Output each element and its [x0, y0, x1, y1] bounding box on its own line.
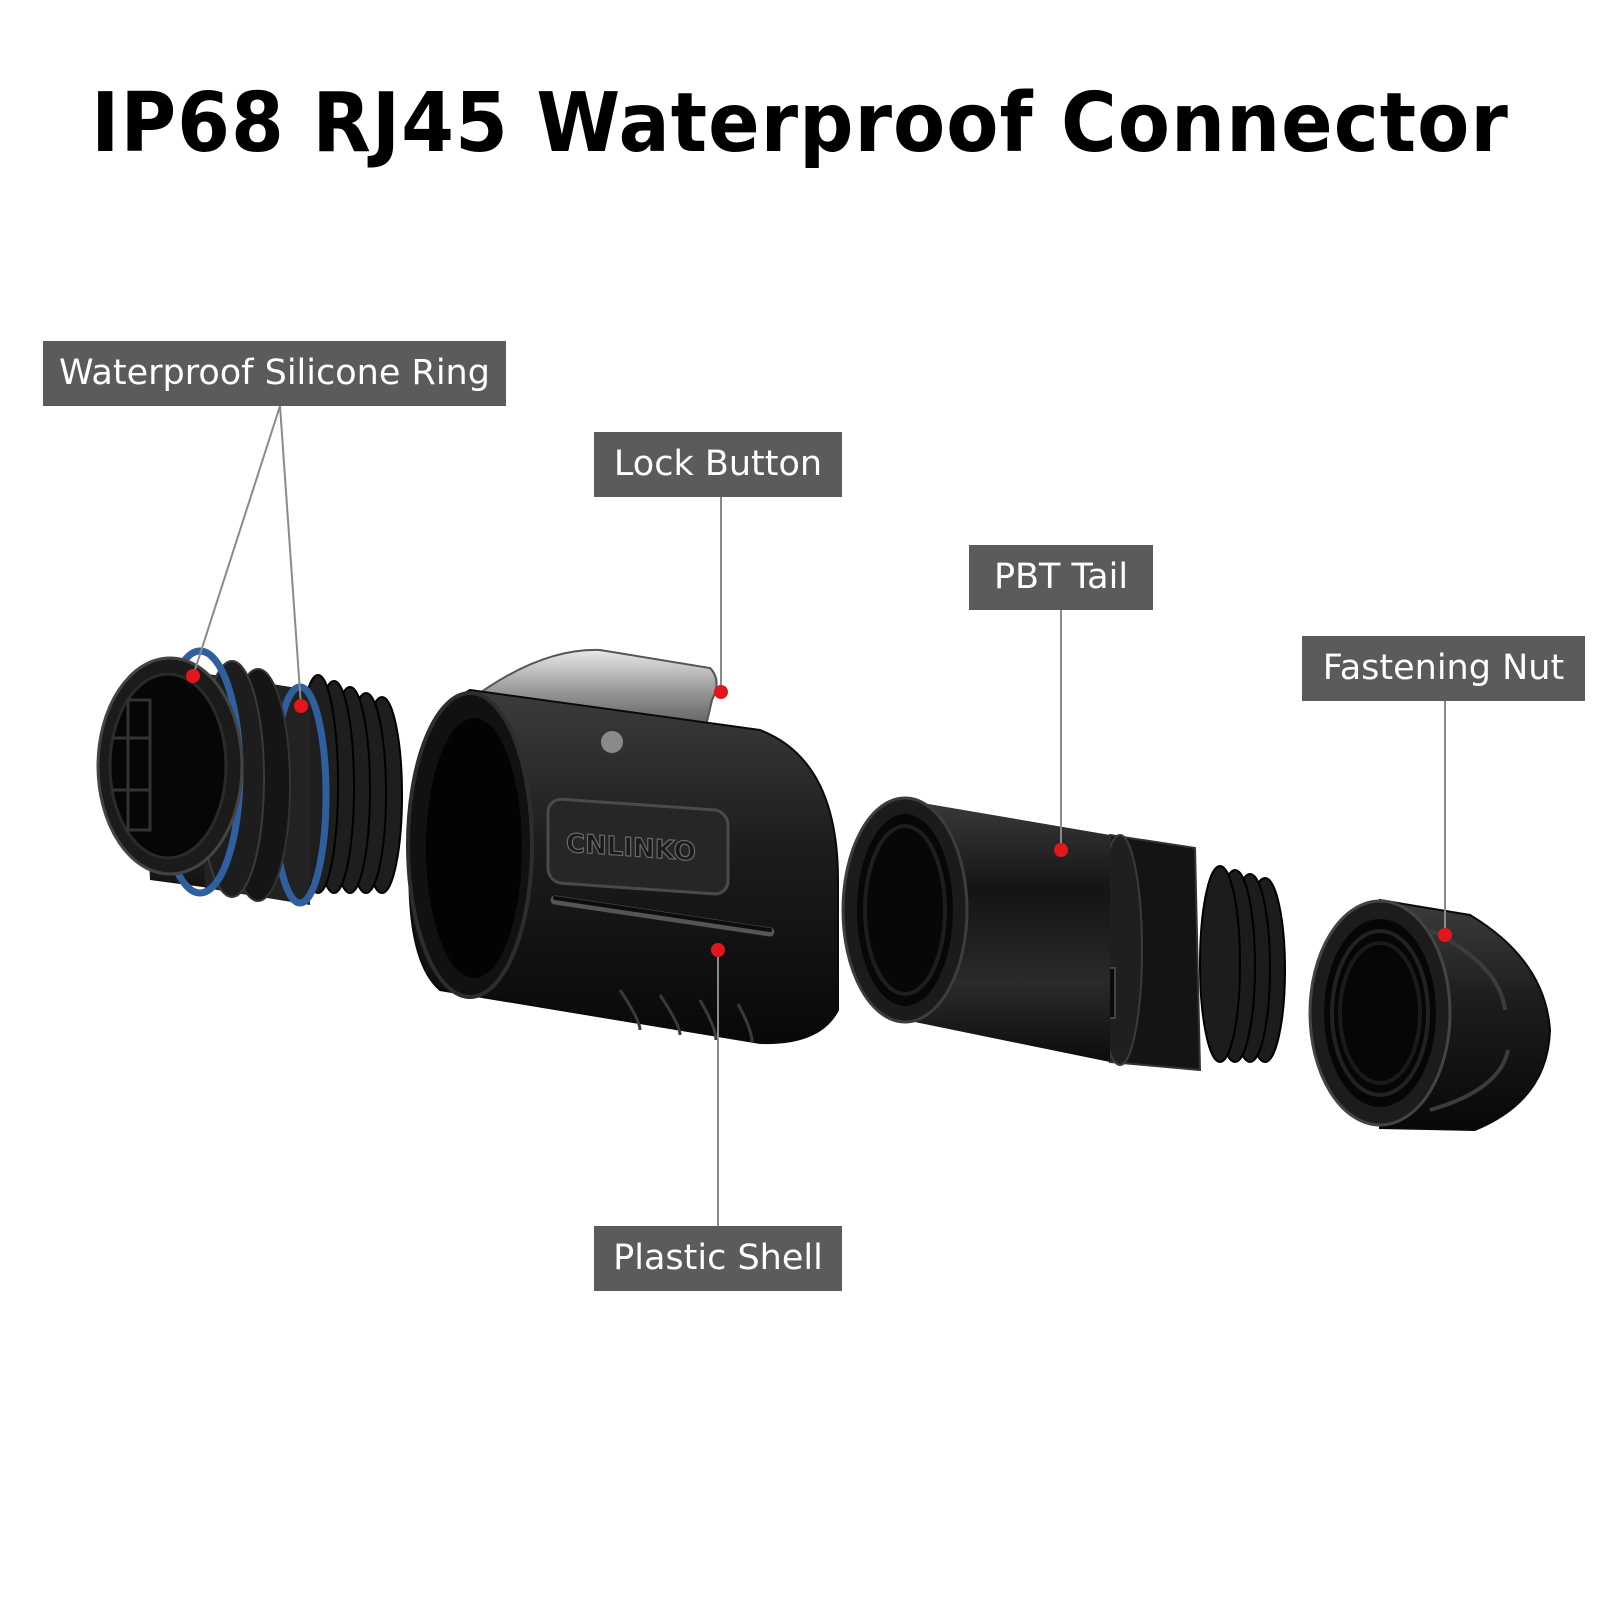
marker-nut: [1438, 928, 1452, 942]
threaded-plug-part: [96, 647, 403, 907]
marker-ring-1: [186, 669, 200, 683]
label-waterproof-silicone-ring: Waterproof Silicone Ring: [43, 341, 506, 406]
page-title: IP68 RJ45 Waterproof Connector: [91, 74, 1509, 171]
plastic-shell-part: CNLINKO: [406, 648, 839, 1045]
leader-ring-2: [279, 405, 302, 707]
fastening-nut-part: [1308, 898, 1552, 1132]
leader-ring-1: [192, 405, 281, 677]
marker-tail: [1054, 843, 1068, 857]
label-lock-button: Lock Button: [594, 432, 842, 497]
label-fastening-nut: Fastening Nut: [1302, 636, 1585, 701]
leader-lines: [192, 405, 1446, 1226]
marker-lock: [714, 685, 728, 699]
label-pbt-tail: PBT Tail: [969, 545, 1153, 610]
label-plastic-shell: Plastic Shell: [594, 1226, 842, 1291]
marker-shell: [711, 943, 725, 957]
marker-ring-2: [294, 699, 308, 713]
markers: [186, 669, 1452, 957]
pbt-tail-part: [841, 796, 1286, 1072]
